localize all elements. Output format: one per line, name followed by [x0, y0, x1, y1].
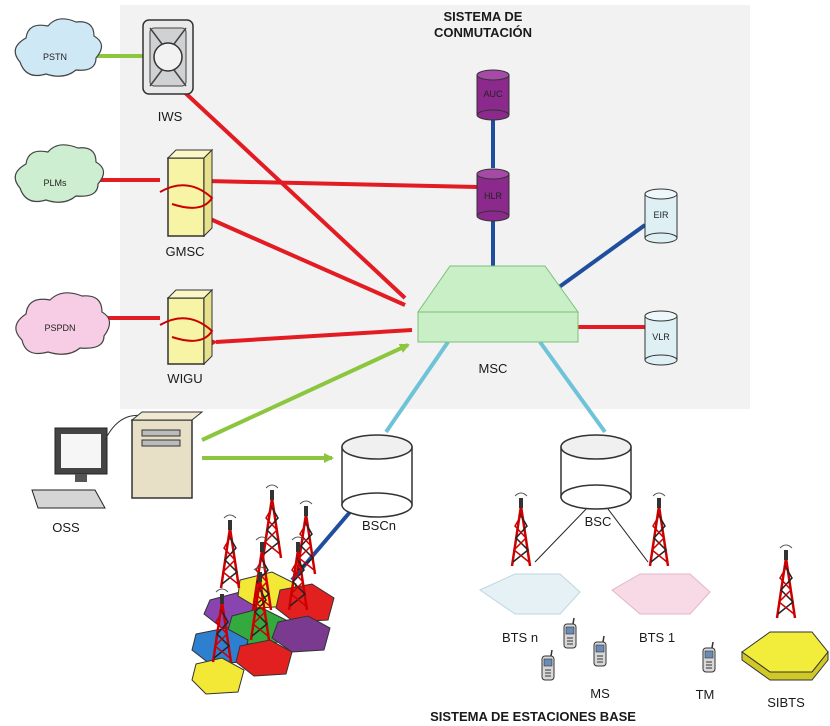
phone-icon — [541, 649, 555, 681]
database-icon — [644, 310, 678, 366]
computer-icon — [31, 411, 204, 509]
bts-1-label: BTS 1 — [639, 630, 675, 645]
ms-label: MS — [590, 686, 610, 701]
database-icon — [644, 188, 678, 244]
switch-icon — [417, 265, 579, 343]
link-msc-wigu — [207, 328, 413, 348]
link-bsc-bts-1 — [604, 504, 649, 563]
switch-icon — [159, 288, 214, 366]
tower-icon — [510, 491, 532, 568]
tm-label: TM — [696, 687, 715, 702]
tower-icon — [261, 483, 283, 560]
link-gmsc-hlr — [205, 179, 479, 189]
database-icon — [341, 434, 413, 518]
tower-icon — [775, 543, 797, 620]
gmsc-label: GMSC — [166, 244, 205, 259]
plms-label: PLMs — [43, 178, 67, 188]
database-icon — [476, 69, 510, 121]
link-msc-bsc — [538, 340, 607, 434]
vlr-label: VLR — [652, 332, 670, 342]
link-msc-eir — [553, 223, 647, 292]
bsc-label: BSC — [585, 514, 612, 529]
iws-label: IWS — [158, 109, 183, 124]
switching-system-title-2: CONMUTACIÓN — [434, 25, 532, 40]
pspdn-label: PSPDN — [44, 323, 75, 333]
phone-icon — [593, 635, 607, 667]
wigu-label: WIGU — [167, 371, 202, 386]
database-icon — [476, 168, 510, 222]
oss-label: OSS — [52, 520, 80, 535]
eir-label: EIR — [653, 210, 669, 220]
hlr-label: HLR — [484, 191, 503, 201]
cloud-icon — [15, 292, 111, 355]
link-oss-msc — [201, 343, 410, 442]
pstn-label: PSTN — [43, 52, 67, 62]
link-iws-msc — [178, 86, 407, 300]
phone-icon — [563, 617, 577, 649]
bts-n-label: BTS n — [502, 630, 538, 645]
server-icon — [142, 19, 194, 95]
cloud-icon — [14, 144, 105, 203]
cell-cluster — [191, 571, 335, 695]
tower-icon — [219, 513, 241, 590]
sibts-cell — [741, 631, 829, 681]
base-station-system-title: SISTEMA DE ESTACIONES BASE — [430, 709, 636, 724]
cloud-icon — [14, 18, 103, 77]
msc-label: MSC — [479, 361, 508, 376]
link-gmsc-msc — [207, 216, 406, 307]
database-icon — [560, 434, 632, 510]
switching-system-title: SISTEMA DE — [444, 9, 523, 24]
link-msc-bscn — [384, 340, 450, 434]
tower-icon — [648, 491, 670, 568]
bts-1-cell — [611, 573, 711, 615]
switch-icon — [159, 148, 214, 238]
phone-icon — [702, 641, 716, 673]
sibts-label: SIBTS — [767, 695, 805, 710]
link-bsc-bts-n — [534, 504, 591, 563]
bscn-label: BSCn — [362, 518, 396, 533]
auc-label: AUC — [483, 89, 503, 99]
bts-n-cell — [478, 573, 581, 615]
